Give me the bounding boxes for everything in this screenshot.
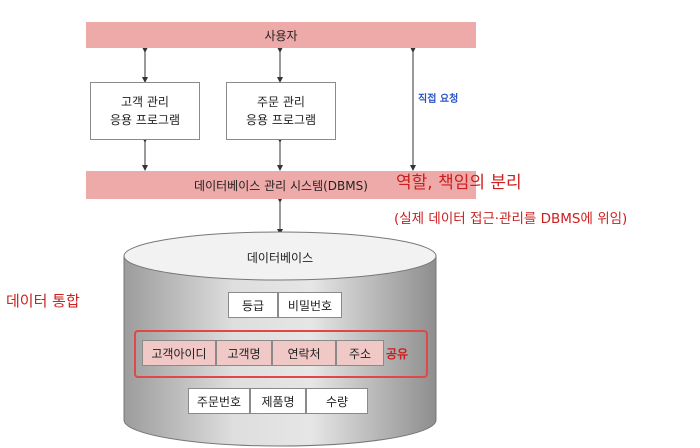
- order-program-box: 주문 관리 응용 프로그램: [226, 82, 336, 140]
- cylinder-top: [123, 231, 437, 281]
- field-password: 비밀번호: [278, 292, 342, 318]
- field-customer-id: 고객아이디: [142, 340, 216, 366]
- field-order-number: 주문번호: [188, 388, 250, 414]
- user-label: 사용자: [264, 28, 298, 43]
- field-contact: 연락처: [272, 340, 336, 366]
- field-customer-name: 고객명: [216, 340, 272, 366]
- dbms-bar: 데이터베이스 관리 시스템(DBMS): [86, 171, 476, 199]
- field-product-name: 제품명: [250, 388, 306, 414]
- annotation-role-detail: (실제 데이터 접근·관리를 DBMS에 위임): [394, 211, 628, 227]
- annotation-role: 역할, 책임의 분리: [396, 173, 522, 193]
- shared-outline: [134, 330, 428, 378]
- customer-program-box: 고객 관리 응용 프로그램: [90, 82, 200, 140]
- field-quantity: 수량: [306, 388, 368, 414]
- annotation-integration: 데이터 통합: [6, 292, 80, 310]
- shared-label: 공유: [386, 347, 409, 361]
- direct-request-label: 직접 요청: [418, 94, 459, 105]
- customer-program-line1: 고객 관리: [121, 95, 169, 109]
- order-program-line2: 응용 프로그램: [245, 113, 317, 127]
- customer-program-line2: 응용 프로그램: [109, 113, 181, 127]
- field-grade: 등급: [228, 292, 278, 318]
- user-bar: 사용자: [86, 22, 476, 48]
- dbms-label: 데이터베이스 관리 시스템(DBMS): [194, 178, 368, 193]
- field-address: 주소: [336, 340, 384, 366]
- order-program-line1: 주문 관리: [257, 95, 305, 109]
- database-label: 데이터베이스: [246, 251, 314, 265]
